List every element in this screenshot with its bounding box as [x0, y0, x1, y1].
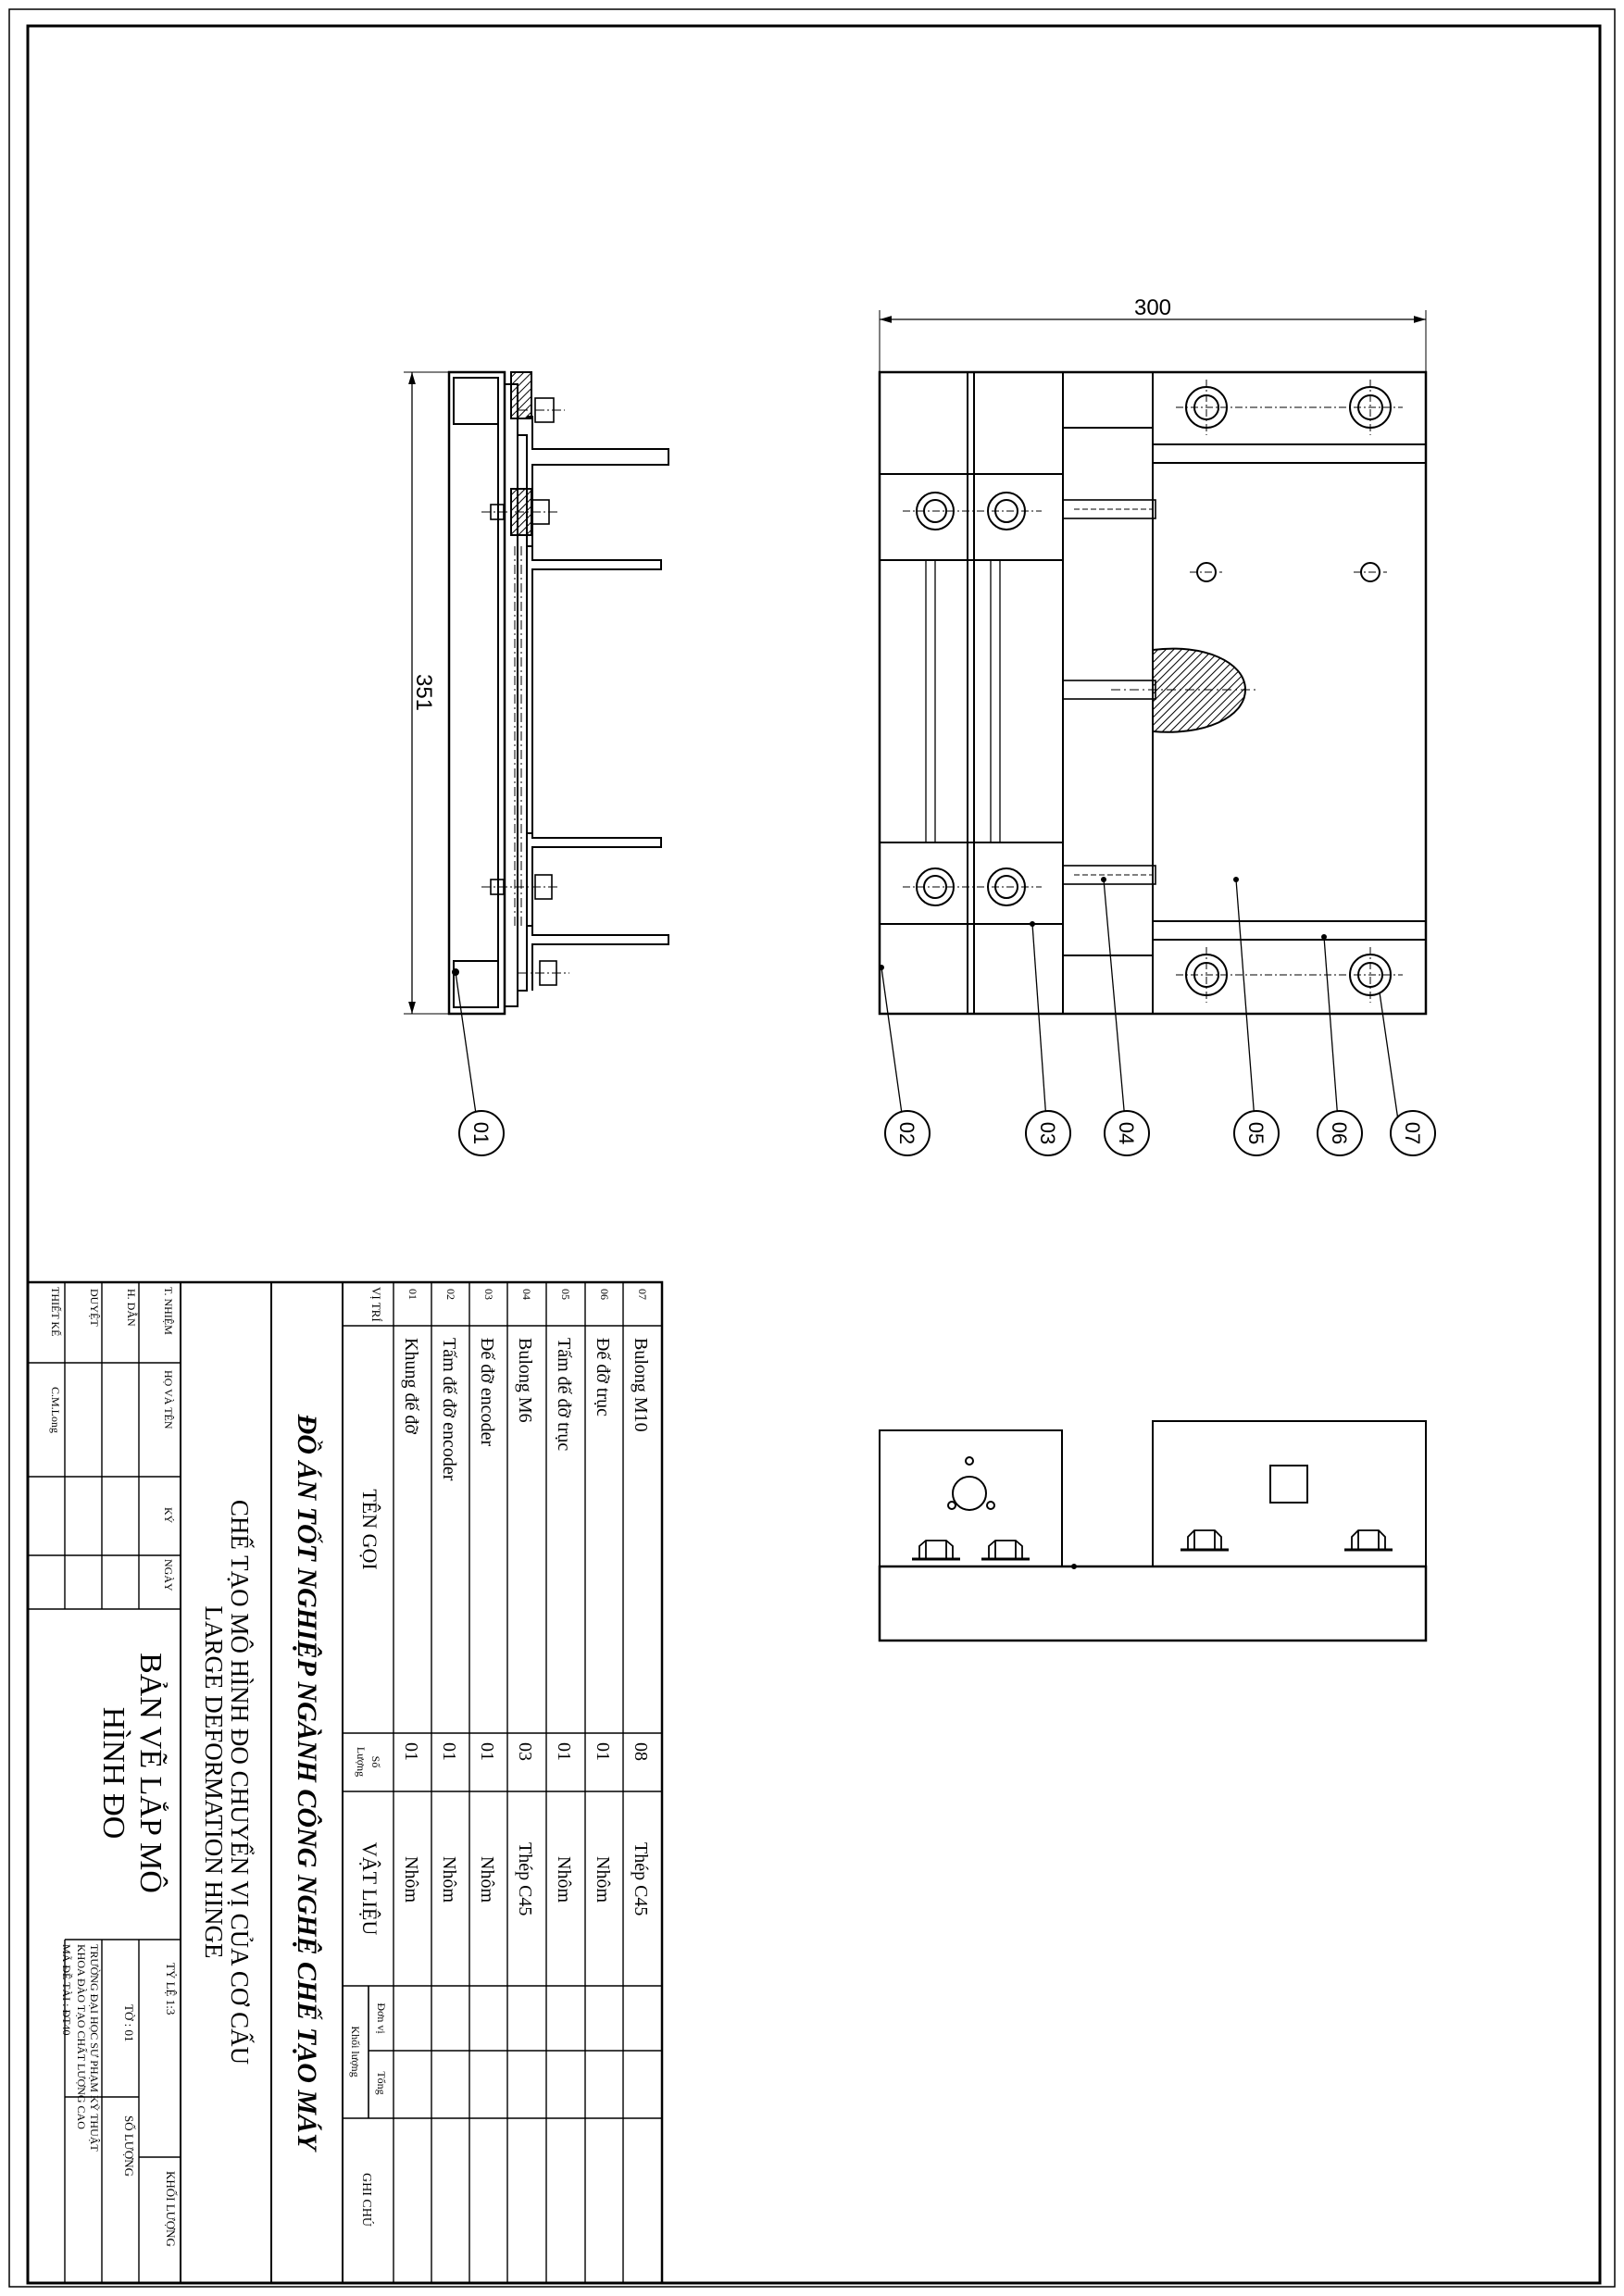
table-row: 03 Đế đỡ encoder 01 Nhôm	[477, 1289, 497, 1903]
svg-text:Nhôm: Nhôm	[439, 1856, 459, 1903]
svg-text:01: 01	[469, 1122, 493, 1144]
svg-text:Nhôm: Nhôm	[477, 1856, 497, 1903]
dim-width: 300	[1134, 295, 1171, 320]
header-note: GHI CHÚ	[359, 2173, 375, 2227]
header-position: VỊ TRÍ	[369, 1287, 383, 1322]
roles-table: T. NHIỆM HỌ VÀ TÊN KÝ NGÀY H. DẪN DUYỆT …	[49, 1287, 175, 1591]
table-row: 04 Bulong M6 03 Thép C45	[515, 1289, 535, 1915]
svg-text:07: 07	[1401, 1122, 1424, 1144]
svg-text:01: 01	[554, 1742, 574, 1761]
header-qty-1: Số	[369, 1756, 382, 1768]
svg-text:08: 08	[631, 1742, 651, 1761]
svg-text:TRƯỜNG ĐẠI HỌC SƯ PHẠM KỸ THUẬ: TRƯỜNG ĐẠI HỌC SƯ PHẠM KỸ THUẬT	[88, 1944, 101, 2152]
svg-text:Đế đỡ encoder: Đế đỡ encoder	[477, 1338, 497, 1447]
svg-text:02: 02	[444, 1289, 457, 1300]
svg-text:Nhôm: Nhôm	[593, 1856, 613, 1903]
sheet-outer-border	[8, 8, 1616, 2288]
callout-07: 07	[1390, 1110, 1436, 1156]
header-mass: Khối lượng	[349, 2026, 362, 2077]
dim-height: 351	[411, 674, 436, 711]
svg-text:NGÀY: NGÀY	[162, 1559, 175, 1591]
svg-text:Khung đế đỡ: Khung đế đỡ	[401, 1338, 421, 1434]
header-unit: Đơn vị	[375, 2003, 388, 2034]
svg-text:KHỐI LƯỢNG: KHỐI LƯỢNG	[164, 2171, 178, 2247]
project-title: ĐỒ ÁN TỐT NGHIỆP NGÀNH CÔNG NGHỆ CHẾ TẠO…	[292, 1414, 323, 2152]
svg-text:Nhôm: Nhôm	[554, 1856, 574, 1903]
sheet-inner-border	[26, 24, 1602, 2285]
svg-text:C.M.Long: C.M.Long	[49, 1387, 62, 1433]
svg-text:01: 01	[401, 1742, 421, 1761]
callout-04: 04	[1104, 1110, 1150, 1156]
svg-text:Tấm đế đỡ trục: Tấm đế đỡ trục	[554, 1338, 574, 1451]
svg-text:02: 02	[895, 1122, 918, 1144]
table-row: 01 Khung đế đỡ 01 Nhôm	[401, 1289, 421, 1903]
svg-text:H. DẪN: H. DẪN	[125, 1289, 139, 1327]
svg-text:Bulong M6: Bulong M6	[515, 1338, 535, 1423]
svg-text:05: 05	[559, 1289, 572, 1300]
svg-text:06: 06	[598, 1289, 611, 1300]
svg-text:TỶ LỆ 1:3: TỶ LỆ 1:3	[164, 1963, 178, 2015]
svg-text:05: 05	[1244, 1122, 1268, 1144]
table-row: 05 Tấm đế đỡ trục 01 Nhôm	[554, 1289, 574, 1903]
svg-text:T. NHIỆM: T. NHIỆM	[162, 1287, 175, 1335]
svg-text:07: 07	[636, 1289, 649, 1300]
callout-06: 06	[1317, 1110, 1363, 1156]
svg-text:03: 03	[1036, 1122, 1059, 1144]
svg-text:04: 04	[1115, 1122, 1138, 1144]
front-view	[878, 310, 1428, 1121]
svg-text:THIẾT KẾ: THIẾT KẾ	[49, 1287, 63, 1336]
title-block-text: ĐỒ ÁN TỐT NGHIỆP NGÀNH CÔNG NGHỆ CHẾ TẠO…	[49, 1287, 651, 2247]
subtitle-en: LARGE DEFORMATION HINGE	[200, 1606, 228, 1959]
parts-table: 07 Bulong M10 08 Thép C45 06 Đế đỡ trục …	[401, 1289, 651, 1915]
header-qty-2: Lượng	[355, 1747, 368, 1777]
svg-text:TỜ : 01: TỜ : 01	[122, 2004, 136, 2041]
side-view	[404, 370, 669, 1121]
callout-02: 02	[884, 1110, 931, 1156]
svg-text:03: 03	[482, 1289, 495, 1300]
svg-text:Nhôm: Nhôm	[401, 1856, 421, 1903]
svg-text:01: 01	[439, 1742, 459, 1761]
table-row: 06 Đế đỡ trục 01 Nhôm	[593, 1289, 613, 1903]
header-total: Tổng	[375, 2071, 388, 2094]
title-block	[26, 1280, 664, 2285]
svg-text:Thép C45: Thép C45	[631, 1842, 651, 1915]
svg-text:SỐ LƯỢNG: SỐ LƯỢNG	[122, 2115, 136, 2177]
svg-text:04: 04	[520, 1289, 533, 1300]
callout-balloons: 01 02 03 04 05 06 07	[458, 1110, 1436, 1156]
svg-text:Thép C45: Thép C45	[515, 1842, 535, 1915]
drawing-name-1: BẢN VẼ LẮP MÔ	[133, 1653, 169, 1893]
svg-text:03: 03	[515, 1742, 535, 1761]
svg-text:HỌ VÀ TÊN: HỌ VÀ TÊN	[162, 1370, 175, 1429]
top-view	[878, 1420, 1428, 1642]
header-material: VẬT LIỆU	[358, 1842, 381, 1936]
drawing-name-2: HÌNH ĐO	[96, 1707, 131, 1840]
table-row: 07 Bulong M10 08 Thép C45	[631, 1289, 651, 1915]
callout-01: 01	[458, 1110, 505, 1156]
svg-text:Tấm đế đỡ encoder: Tấm đế đỡ encoder	[439, 1338, 459, 1481]
svg-text:06: 06	[1328, 1122, 1351, 1144]
svg-text:KÝ: KÝ	[162, 1507, 175, 1524]
svg-text:01: 01	[477, 1742, 497, 1761]
svg-text:Bulong M10: Bulong M10	[631, 1338, 651, 1432]
svg-text:MÃ ĐỀ TÀI : ĐT40: MÃ ĐỀ TÀI : ĐT40	[60, 1944, 74, 2035]
table-row: 02 Tấm đế đỡ encoder 01 Nhôm	[439, 1289, 459, 1903]
svg-text:DUYỆT: DUYỆT	[88, 1289, 101, 1327]
svg-text:01: 01	[406, 1289, 419, 1300]
header-name: TÊN GỌI	[358, 1489, 381, 1569]
info-block: KHỐI LƯỢNG TỶ LỆ 1:3 SỐ LƯỢNG TỜ : 01 TR…	[60, 1944, 178, 2247]
svg-text:Đế đỡ trục: Đế đỡ trục	[593, 1338, 613, 1416]
callout-03: 03	[1025, 1110, 1071, 1156]
svg-text:01: 01	[593, 1742, 613, 1761]
subtitle-vi: CHẾ TẠO MÔ HÌNH ĐO CHUYỂN VỊ CỦA CƠ CẤU	[226, 1500, 255, 2065]
svg-text:KHOA ĐÀO TẠO CHẤT LƯỢNG CAO: KHOA ĐÀO TẠO CHẤT LƯỢNG CAO	[75, 1944, 89, 2129]
callout-05: 05	[1233, 1110, 1280, 1156]
